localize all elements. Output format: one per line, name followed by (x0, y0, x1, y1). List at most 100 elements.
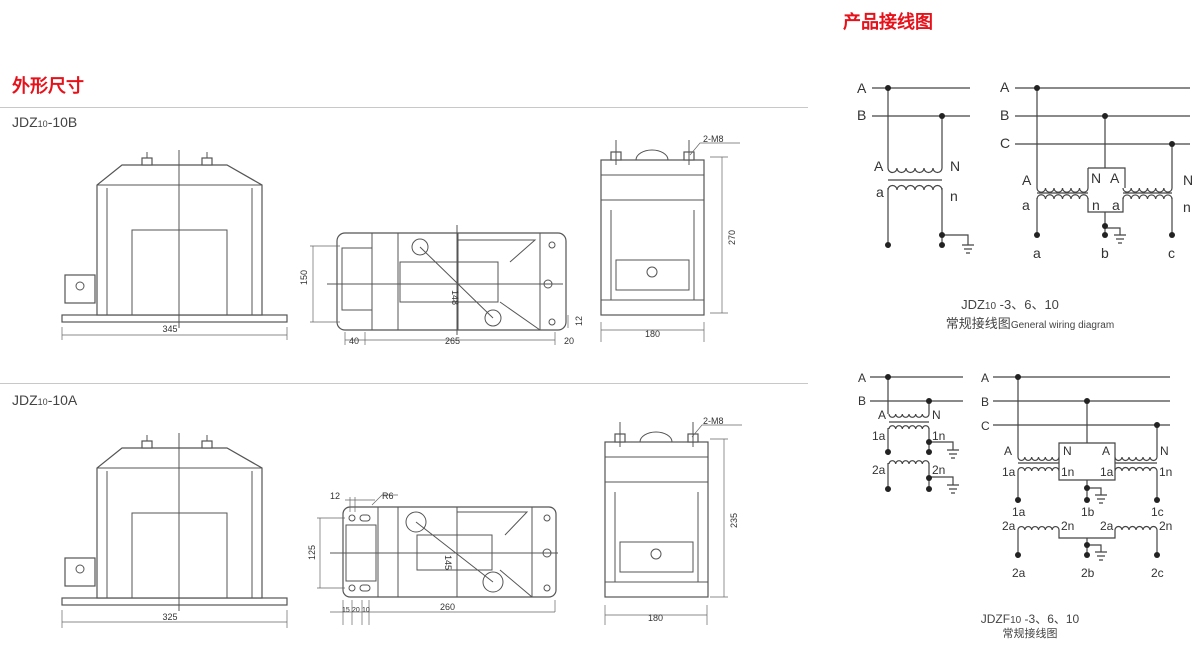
wire-label: N (1091, 170, 1101, 186)
coil-winding (888, 413, 930, 418)
coil-winding (888, 460, 930, 465)
dim-side-height: 235 (729, 513, 739, 528)
wire-label: 2b (1081, 566, 1095, 580)
wire-label: 1b (1081, 505, 1095, 519)
dim-plan-265: 265 (445, 336, 460, 346)
wire-label: N (1183, 172, 1193, 188)
dim-side-width: 180 (648, 613, 663, 623)
dim-plan-15: 15 (342, 607, 350, 614)
dim-plan-12: 12 (330, 491, 340, 501)
coil-winding (1017, 467, 1060, 472)
general-wiring-caption: 常规接线图General wiring diagram (945, 316, 1115, 331)
wire-label: A (874, 158, 884, 174)
wire-label: a (876, 184, 884, 200)
wire-label: C (981, 419, 990, 433)
dim-plan-height: 125 (307, 545, 317, 560)
wire-label: n (1183, 199, 1191, 215)
dim-plan-20: 20 (352, 607, 360, 614)
side-view-10b (600, 139, 705, 316)
dim-diagonal: 148 (450, 290, 460, 305)
model-label-10a: JDZ10-10A (12, 392, 78, 408)
coil-winding (1036, 187, 1089, 193)
wire-label: B (857, 107, 866, 123)
coil-winding (1122, 187, 1173, 193)
wire-label: N (932, 408, 941, 422)
coil-winding (1114, 456, 1158, 462)
wire-label: 2n (1159, 519, 1172, 533)
dim-plan-20: 20 (564, 336, 574, 346)
model-label-10b: JDZ10-10B (12, 114, 78, 130)
wire-label: B (858, 394, 866, 408)
wire-label: a (1022, 197, 1030, 213)
coil-winding (1122, 194, 1173, 200)
bolt-label: 2-M8 (703, 134, 724, 144)
dim-plan-260: 260 (440, 602, 455, 612)
wire-label: A (878, 408, 886, 422)
wire-label: A (981, 371, 989, 385)
coil-winding (888, 425, 930, 430)
side-view-10a (604, 421, 709, 598)
coil-winding (1036, 194, 1089, 200)
jdzf-wiring-single: A B A N 1a 1n 2a 2n (858, 371, 963, 494)
jdzf-wiring-caption-model: JDZF10 -3、6、10 (980, 612, 1080, 626)
divider (0, 383, 808, 384)
wire-label: 2a (872, 463, 886, 477)
wire-label: 1n (1159, 465, 1172, 479)
plan-view-10b (327, 225, 567, 335)
dimensions-title: 外形尺寸 (12, 76, 84, 97)
wire-label: 2a (1100, 519, 1114, 533)
wire-label: N (1160, 444, 1169, 458)
wire-label: 2n (932, 463, 945, 477)
dim-plan-12: 12 (574, 316, 584, 326)
general-wiring-single: A B A N a n (857, 80, 974, 254)
divider (0, 107, 808, 108)
wire-label: n (950, 188, 958, 204)
wire-label: C (1000, 135, 1010, 151)
wire-label: A (1102, 444, 1110, 458)
wire-label: N (950, 158, 960, 174)
jdzf-wiring-three: A B C A N A N 1a 1n 1a 1n 1a 1b 1c 2a 2n… (981, 371, 1172, 580)
wire-label: 1a (1002, 465, 1016, 479)
wire-label: a (1112, 197, 1120, 213)
dim-side-height: 270 (727, 230, 737, 245)
front-view-10a (61, 432, 288, 612)
coil-winding (1017, 456, 1060, 461)
wiring-title: 产品接线图 (843, 12, 933, 33)
dim-r6: R6 (382, 491, 394, 501)
coil-winding (887, 167, 943, 174)
wire-label: 2a (1012, 566, 1026, 580)
general-wiring-three: A B C A N A N a n a n a b c (1000, 79, 1193, 261)
wire-label: c (1168, 245, 1175, 261)
wire-label: N (1063, 444, 1072, 458)
wire-label: b (1101, 245, 1109, 261)
wire-label: 1n (1061, 465, 1074, 479)
dim-plan-10: 10 (362, 607, 370, 614)
wire-label: B (981, 395, 989, 409)
front-view-10b (61, 149, 288, 329)
wire-label: 2a (1002, 519, 1016, 533)
dim-plan-40: 40 (349, 336, 359, 346)
coil-winding (887, 184, 943, 191)
wire-label: 1n (932, 429, 945, 443)
wire-label: 2n (1061, 519, 1074, 533)
dim-diagonal: 145 (443, 555, 453, 570)
wire-label: 2c (1151, 566, 1164, 580)
wire-label: A (1000, 79, 1010, 95)
wire-label: 1a (1012, 505, 1026, 519)
wire-label: A (1022, 172, 1032, 188)
wire-label: 1c (1151, 505, 1164, 519)
dim-plan-height: 150 (299, 270, 309, 285)
wire-label: A (1004, 444, 1012, 458)
bolt-label: 2-M8 (703, 416, 724, 426)
wire-label: a (1033, 245, 1041, 261)
wire-label: B (1000, 107, 1009, 123)
wire-label: A (1110, 170, 1120, 186)
dim-side-width: 180 (645, 329, 660, 339)
jdzf-wiring-caption: 常规接线图 (1002, 628, 1058, 640)
coil-winding (1114, 525, 1158, 531)
coil-winding (1017, 526, 1060, 531)
dim-front-width: 345 (162, 324, 177, 334)
wire-label: 1a (872, 429, 886, 443)
wire-label: A (858, 371, 866, 385)
general-wiring-caption-model: JDZ10 -3、6、10 (961, 297, 1059, 312)
